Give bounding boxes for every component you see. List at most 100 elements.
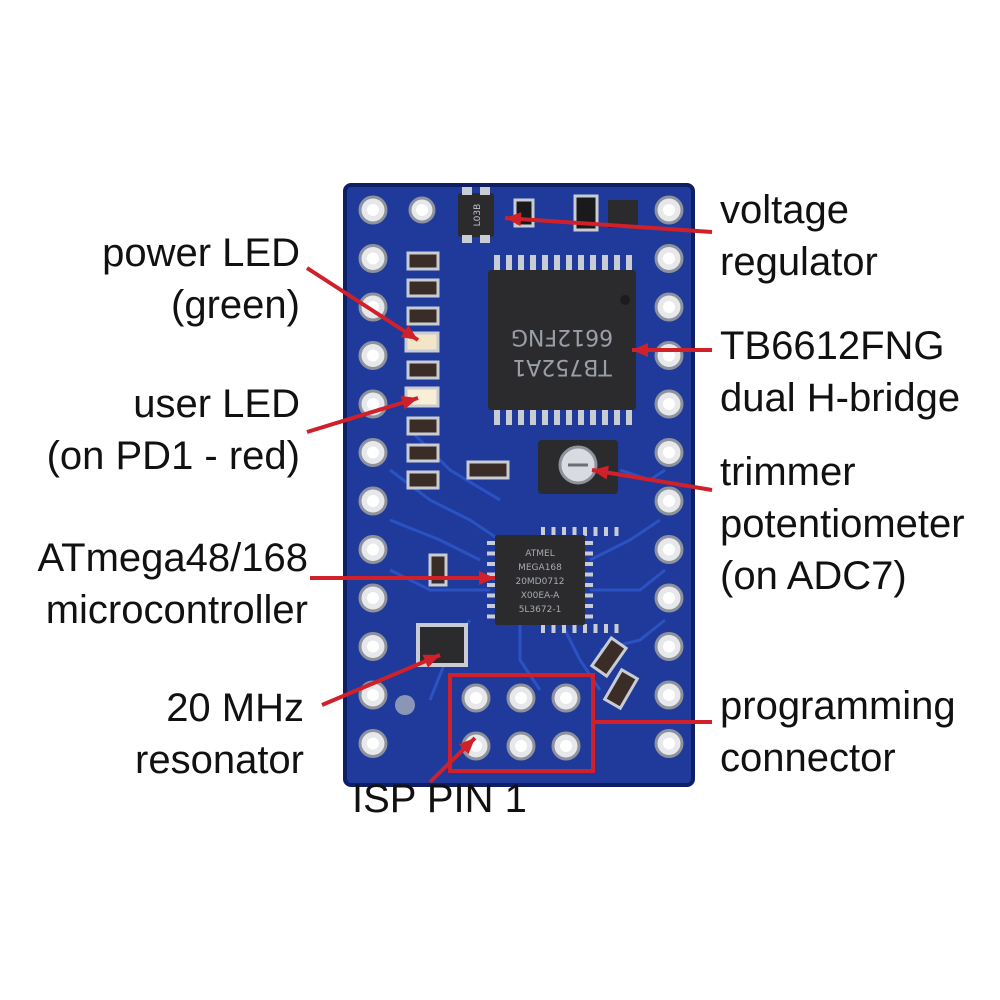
label-isp-pin1-text: ISP PIN 1 — [352, 777, 527, 821]
chip-pin — [487, 583, 496, 587]
label-microcontroller: ATmega48/168 microcontroller — [37, 532, 308, 636]
label-hbridge-line2: dual H-bridge — [720, 376, 961, 420]
voltage-regulator: L03B — [458, 187, 494, 243]
header-pin-hole — [470, 740, 482, 752]
chip-pin — [604, 624, 608, 633]
header-pin-hole — [663, 737, 675, 750]
chip-pin — [487, 551, 496, 556]
chip-pin — [562, 624, 566, 633]
callout-power-led-head — [400, 325, 418, 340]
label-isp-pin1: ISP PIN 1 — [352, 773, 527, 825]
header-pin-hole — [367, 543, 379, 556]
label-regulator-line2: regulator — [720, 240, 878, 284]
label-trimmer-line1: trimmer — [720, 450, 856, 494]
callout-microcontroller-head — [479, 571, 495, 585]
chip-pin — [554, 255, 560, 272]
chip-pin — [584, 541, 593, 545]
chip-pin — [584, 572, 593, 577]
chip-pin — [602, 255, 608, 272]
header-pin-hole — [663, 301, 675, 313]
chip-pin — [614, 255, 620, 272]
callout-trimmer — [591, 468, 713, 492]
label-user-led-line1: user LED — [133, 382, 300, 426]
label-user-led: user LED (on PD1 - red) — [47, 378, 300, 482]
label-power-led-line2: (green) — [171, 283, 300, 327]
chip-pin — [487, 614, 496, 619]
label-hbridge-line1: TB6612FNG — [720, 324, 945, 368]
smd-part — [428, 553, 448, 587]
label-resonator-line2: resonator — [135, 738, 304, 782]
trimmer-potentiometer — [538, 440, 618, 494]
chip-pin — [566, 408, 572, 425]
label-resonator: 20 MHz resonator — [135, 682, 304, 786]
header-pin-hole — [515, 740, 527, 752]
label-user-led-line2: (on PD1 - red) — [46, 434, 300, 478]
mcu-marking-line: ATMEL — [525, 549, 554, 559]
header-pin-hole — [663, 592, 675, 604]
label-trimmer: trimmer potentiometer (on ADC7) — [720, 446, 965, 602]
chip-pin — [506, 408, 512, 425]
chip-pin — [541, 527, 545, 536]
header-pin-hole — [560, 740, 572, 752]
label-prog-line2: connector — [720, 736, 896, 780]
header-pin-hole — [367, 204, 379, 216]
chip-pin — [593, 527, 598, 536]
regulator-marking: L03B — [473, 204, 483, 227]
chip-pin — [578, 255, 584, 272]
header-pin-hole — [663, 495, 675, 507]
chip-pin — [584, 551, 593, 556]
mcu-marking-line: X00EA-A — [521, 591, 560, 601]
chip-pin — [572, 527, 577, 536]
label-regulator-line1: voltage — [720, 188, 849, 232]
chip-pin — [602, 408, 608, 425]
label-mcu-line2: microcontroller — [45, 588, 308, 632]
chip-pin — [583, 624, 587, 633]
label-trimmer-line3: (on ADC7) — [720, 554, 907, 598]
label-trimmer-line2: potentiometer — [720, 502, 965, 546]
label-power-led: power LED (green) — [102, 227, 300, 331]
callout-power-led — [305, 266, 420, 342]
header-pin-hole — [367, 349, 379, 362]
smd-capacitor — [589, 635, 629, 679]
chip-pin — [494, 408, 500, 425]
callout-trimmer-head — [592, 465, 609, 480]
header-pin — [416, 204, 428, 216]
chip-pin — [578, 408, 584, 425]
chip-pin — [626, 255, 632, 272]
left-smd-column — [404, 251, 440, 490]
chip-pin — [487, 604, 496, 608]
chip-pin — [583, 527, 587, 536]
label-power-led-line1: power LED — [102, 231, 300, 275]
header-pin-hole — [663, 349, 675, 362]
label-voltage-regulator: voltage regulator — [720, 184, 878, 288]
callout-voltage-regulator — [504, 216, 713, 234]
header-pin-hole — [367, 737, 379, 750]
smd-capacitor — [602, 667, 640, 711]
chip-pin — [487, 562, 496, 566]
callout-isp-pin1-head — [458, 738, 475, 755]
chip-pin — [518, 255, 524, 272]
motor-driver-marking-1: TB752A1 — [512, 354, 613, 379]
chip-pin — [590, 408, 596, 425]
header-pin-hole — [663, 252, 675, 265]
chip-pin — [530, 408, 536, 425]
callout-h-bridge-head — [632, 343, 648, 357]
mcu-marking-line: 5L3672-1 — [519, 605, 562, 615]
chip-pin — [551, 527, 556, 536]
chip-pin — [584, 614, 593, 619]
header-pin-hole — [470, 692, 482, 704]
header-pin-hole — [367, 398, 379, 410]
header-pin-hole — [367, 446, 379, 459]
header-pin-hole — [367, 592, 379, 604]
chip-pin — [506, 255, 512, 272]
chip-pin — [604, 527, 608, 536]
header-pin-hole — [663, 398, 675, 410]
chip-pin — [487, 541, 496, 545]
chip-pin — [554, 408, 560, 425]
chip-pin — [518, 408, 524, 425]
chip-pin — [584, 583, 593, 587]
callout-user-led-head — [400, 395, 418, 410]
chip-pin — [584, 593, 593, 598]
chip-pin — [542, 255, 548, 272]
